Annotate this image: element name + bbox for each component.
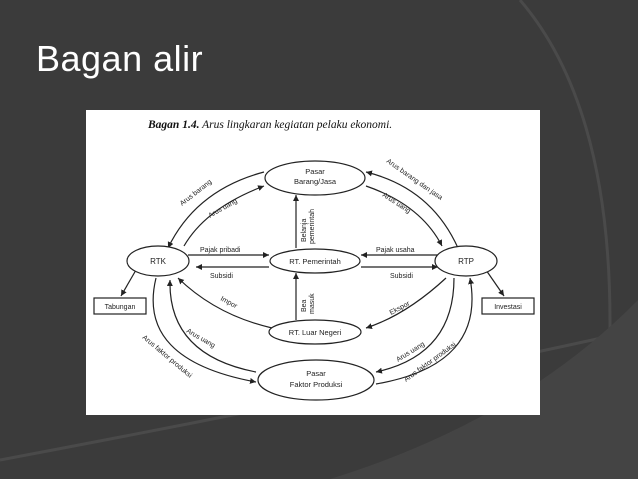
node-pemerintah-label: RT. Pemerintah: [289, 257, 341, 266]
node-luar-negeri: RT. Luar Negeri: [268, 319, 362, 345]
node-investasi: Investasi: [481, 297, 535, 315]
node-pasar-barang-line2: Barang/Jasa: [294, 177, 337, 186]
label-subsidi-right: Subsidi: [390, 273, 413, 280]
figure-caption: Bagan 1.4. Arus lingkaran kegiatan pelak…: [147, 119, 392, 131]
label-arus-uang-left-top: Arus uang: [208, 198, 239, 220]
edge-arus-uang-right-top: [365, 185, 443, 247]
edge-arus-uang-left-bottom: [166, 279, 257, 373]
flow-lines: [120, 170, 505, 385]
node-pasar-barang-line1: Pasar: [305, 167, 325, 176]
node-pasar-barang: Pasar Barang/Jasa: [264, 160, 366, 196]
node-pasar-faktor-line1: Pasar: [306, 369, 326, 378]
edge-arus-barang-right: [365, 170, 459, 249]
edge-impor: [177, 277, 273, 329]
circular-flow-diagram: Bagan 1.4. Arus lingkaran kegiatan pelak…: [93, 119, 535, 401]
label-arus-uang-right-top: Arus uang: [381, 192, 412, 215]
label-bea-line1: Bea: [301, 299, 308, 312]
node-rtk: RTK: [126, 245, 190, 277]
label-belanja-line2: pemerintah: [309, 209, 316, 244]
label-bea-line2: masuk: [309, 293, 316, 314]
edge-arus-uang-right-bottom: [375, 277, 455, 374]
edge-arus-faktor-right: [375, 277, 475, 385]
flowchart-figure: Bagan 1.4. Arus lingkaran kegiatan pelak…: [86, 110, 540, 415]
label-arus-barang-left: Arus barang: [179, 179, 213, 208]
label-ekspor: Ekspor: [389, 300, 412, 317]
edge-arus-barang-left: [167, 171, 265, 249]
label-arus-barang-jasa-right: Arus barang dan jasa: [385, 158, 444, 202]
label-belanja-line1: Belanja: [301, 219, 308, 242]
node-rtp: RTP: [434, 245, 498, 277]
label-pajak-usaha: Pajak usaha: [376, 247, 415, 254]
node-tabungan: Tabungan: [93, 297, 147, 315]
label-subsidi-left: Subsidi: [210, 273, 233, 280]
edge-ekspor: [365, 277, 447, 329]
node-rtp-label: RTP: [458, 257, 474, 266]
slide-title: Bagan alir: [36, 38, 204, 79]
node-tabungan-label: Tabungan: [105, 304, 136, 311]
node-rtk-label: RTK: [150, 257, 167, 266]
node-pasar-faktor-line2: Faktor Produksi: [290, 380, 343, 389]
edge-arus-uang-left-top: [183, 185, 265, 247]
label-pajak-pribadi: Pajak pribadi: [200, 247, 241, 254]
edge-arus-faktor-left: [152, 277, 257, 384]
node-pasar-faktor: Pasar Faktor Produksi: [257, 359, 375, 401]
node-pemerintah: RT. Pemerintah: [269, 248, 361, 274]
node-luar-negeri-label: RT. Luar Negeri: [289, 328, 342, 337]
node-investasi-label: Investasi: [494, 304, 522, 311]
label-impor: Impor: [219, 296, 239, 311]
edge-investasi: [485, 269, 505, 297]
edge-tabungan: [120, 269, 137, 297]
